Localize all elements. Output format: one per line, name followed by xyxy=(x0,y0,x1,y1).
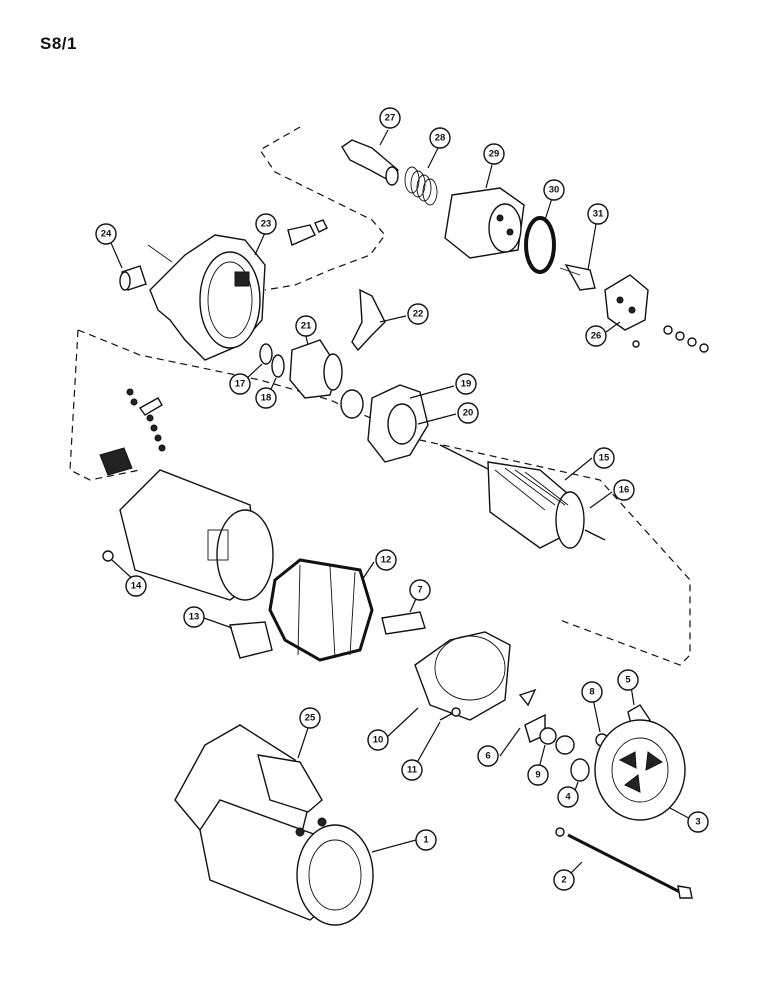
callout-1: 1 xyxy=(415,829,437,851)
callout-19: 19 xyxy=(455,373,477,395)
callout-30: 30 xyxy=(543,179,565,201)
svg-text:5: 5 xyxy=(625,675,631,686)
solenoid-gasket-part xyxy=(524,216,556,274)
solenoid-body-part xyxy=(444,187,525,259)
washer-part xyxy=(539,727,557,745)
svg-text:14: 14 xyxy=(131,581,142,592)
callout-8: 8 xyxy=(581,681,603,703)
svg-text:15: 15 xyxy=(599,453,610,464)
band-screw-part xyxy=(439,707,461,721)
svg-text:25: 25 xyxy=(305,713,316,724)
svg-text:17: 17 xyxy=(235,379,246,390)
pole-screw-part xyxy=(102,550,114,562)
svg-text:27: 27 xyxy=(385,113,396,124)
pole-shoe-part xyxy=(229,621,273,659)
solenoid-cover-part xyxy=(604,274,709,353)
svg-text:28: 28 xyxy=(435,133,446,144)
page-title: S8/1 xyxy=(40,34,77,53)
callout-3: 3 xyxy=(687,811,709,833)
svg-text:4: 4 xyxy=(565,792,571,803)
shift-lever-part xyxy=(351,288,386,352)
svg-text:18: 18 xyxy=(261,393,272,404)
svg-text:19: 19 xyxy=(461,379,472,390)
callout-24: 24 xyxy=(95,223,117,245)
callout-2: 2 xyxy=(553,869,575,891)
assembled-starter-part xyxy=(174,724,374,926)
callout-13: 13 xyxy=(183,606,205,628)
bearing-bush-part xyxy=(570,758,590,782)
callout-29: 29 xyxy=(483,143,505,165)
svg-text:22: 22 xyxy=(413,309,424,320)
callout-12: 12 xyxy=(375,549,397,571)
callout-17: 17 xyxy=(229,373,251,395)
pinion-drive-part xyxy=(289,339,343,399)
stop-ring-part xyxy=(259,343,273,365)
through-bolt-part xyxy=(555,827,693,899)
svg-text:26: 26 xyxy=(591,331,602,342)
callout-18: 18 xyxy=(255,387,277,409)
terminal-hardware-part xyxy=(99,388,166,476)
callout-21: 21 xyxy=(295,315,317,337)
callout-9: 9 xyxy=(527,764,549,786)
intermediate-bearing-part xyxy=(340,384,429,463)
callout-11: 11 xyxy=(401,759,423,781)
callout-10: 10 xyxy=(367,729,389,751)
callout-31: 31 xyxy=(587,203,609,225)
svg-text:12: 12 xyxy=(381,555,392,566)
callout-27: 27 xyxy=(379,107,401,129)
svg-text:7: 7 xyxy=(417,585,422,596)
callout-25: 25 xyxy=(299,707,321,729)
callout-5: 5 xyxy=(617,669,639,691)
svg-text:6: 6 xyxy=(485,751,490,762)
svg-text:8: 8 xyxy=(589,687,594,698)
callout-26: 26 xyxy=(585,325,607,347)
svg-text:30: 30 xyxy=(549,185,560,196)
svg-text:3: 3 xyxy=(695,817,700,828)
svg-text:24: 24 xyxy=(101,229,112,240)
callout-28: 28 xyxy=(429,127,451,149)
svg-text:10: 10 xyxy=(373,735,384,746)
svg-text:31: 31 xyxy=(593,209,604,220)
callout-6: 6 xyxy=(477,745,499,767)
contact-screw-part xyxy=(559,264,596,291)
svg-text:9: 9 xyxy=(535,770,540,781)
commutator-end-frame-part xyxy=(594,719,686,821)
callout-23: 23 xyxy=(255,213,277,235)
callout-7: 7 xyxy=(409,579,431,601)
brush-plate-part xyxy=(555,735,575,755)
drive-end-housing-part xyxy=(147,219,328,361)
svg-text:2: 2 xyxy=(561,875,566,886)
solenoid-group-outline xyxy=(259,126,386,291)
svg-text:11: 11 xyxy=(407,765,418,776)
svg-text:29: 29 xyxy=(489,149,500,160)
svg-text:16: 16 xyxy=(619,485,630,496)
svg-text:1: 1 xyxy=(423,835,429,846)
callout-22: 22 xyxy=(407,303,429,325)
callout-16: 16 xyxy=(613,479,635,501)
armature-group-outline xyxy=(69,329,691,666)
svg-text:20: 20 xyxy=(463,408,474,419)
callout-4: 4 xyxy=(557,786,579,808)
solenoid-plunger-part xyxy=(341,139,399,186)
svg-text:23: 23 xyxy=(261,219,272,230)
bushing-part xyxy=(119,265,147,291)
return-spring-part xyxy=(404,166,438,206)
callout-14: 14 xyxy=(125,575,147,597)
svg-text:21: 21 xyxy=(301,321,312,332)
callout-15: 15 xyxy=(593,447,615,469)
field-coil-part xyxy=(268,558,426,662)
thrust-washer-part xyxy=(271,354,285,378)
callout-20: 20 xyxy=(457,402,479,424)
svg-text:13: 13 xyxy=(189,612,200,623)
armature-part xyxy=(439,444,606,549)
cover-band-part xyxy=(414,631,511,721)
field-yoke-part xyxy=(119,469,274,601)
